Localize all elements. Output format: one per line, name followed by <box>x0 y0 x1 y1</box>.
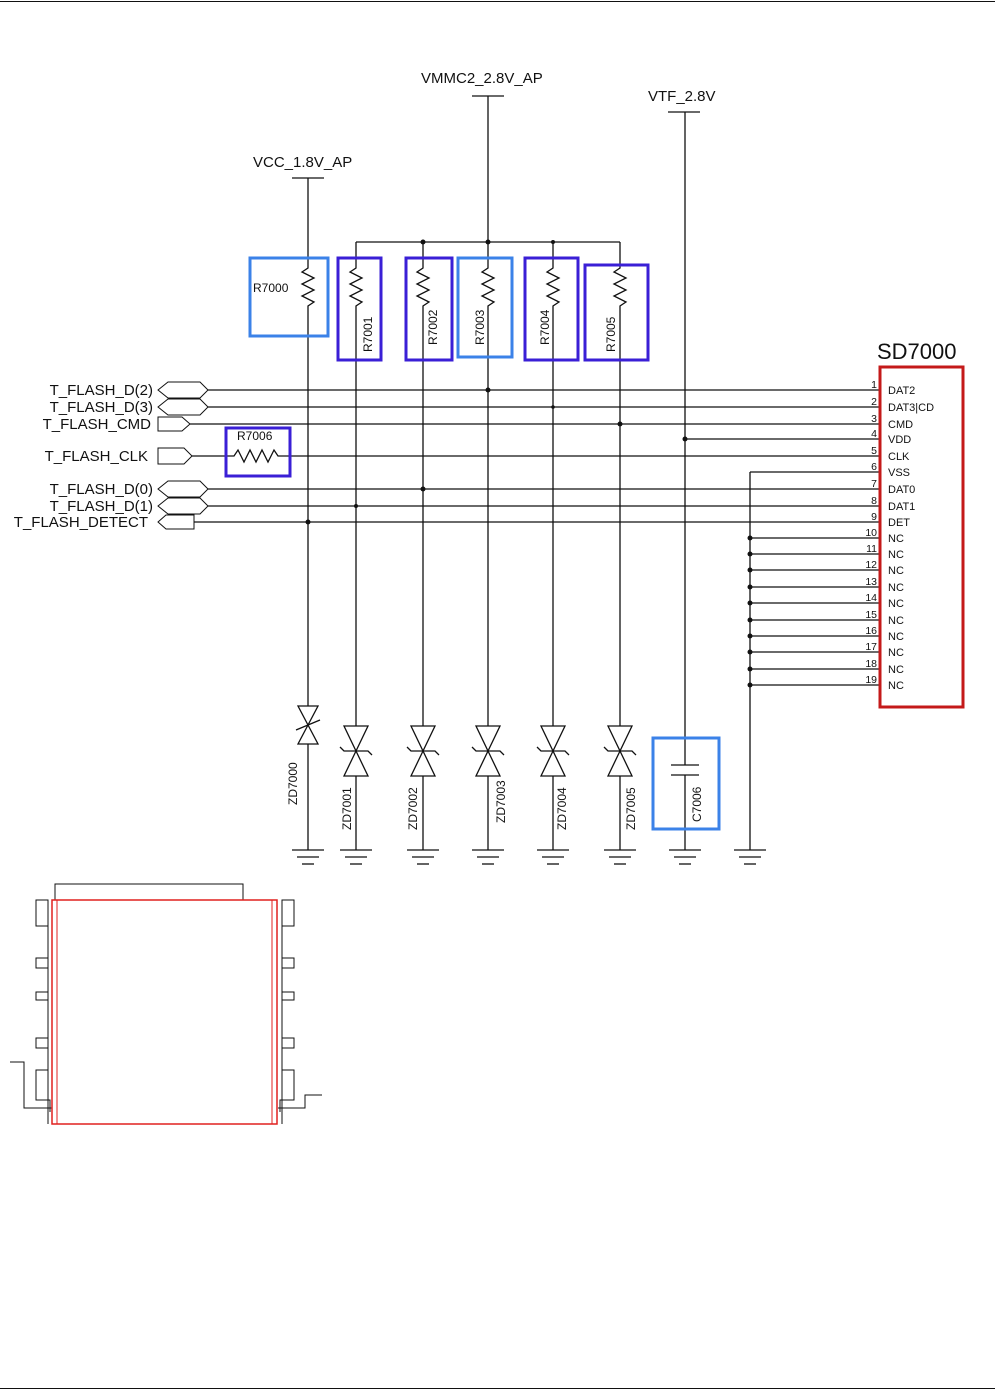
connector-pin-number: 4 <box>871 428 877 440</box>
signal-label-d0: T_FLASH_D(0) <box>50 481 153 498</box>
signal-wires <box>190 389 880 686</box>
connector-body <box>878 365 965 709</box>
connector-pin-number: 7 <box>871 478 877 490</box>
r7006-label: R7006 <box>237 429 273 443</box>
signal-label-d3: T_FLASH_D(3) <box>50 399 153 416</box>
r7001-label: R7001 <box>361 316 375 352</box>
signal-label-d1: T_FLASH_D(1) <box>50 498 153 515</box>
card-slot-footprint <box>10 883 322 1125</box>
zd7004-label: ZD7004 <box>555 787 569 830</box>
zd7001-label: ZD7001 <box>340 787 354 830</box>
signal-label-cmd: T_FLASH_CMD <box>43 416 152 433</box>
signal-label-clk: T_FLASH_CLK <box>45 448 148 465</box>
rail-label-vtf: VTF_2.8V <box>648 88 716 105</box>
connector-pin-number: 16 <box>865 625 877 637</box>
r7006-highlight <box>224 426 292 478</box>
connector-pin-number: 18 <box>865 658 877 670</box>
connector-pin-name: CMD <box>888 419 913 431</box>
signal-label-detect: T_FLASH_DETECT <box>14 514 148 531</box>
c7006-highlight <box>651 736 721 831</box>
r7000-highlight <box>248 256 330 338</box>
connector-pin-name: DAT0 <box>888 484 915 496</box>
connector-pin-name: DAT3|CD <box>888 402 934 414</box>
c7006-label: C7006 <box>690 786 704 822</box>
r7005-highlight <box>583 263 650 362</box>
connector-pin-name: NC <box>888 598 904 610</box>
zd7000-label: ZD7000 <box>286 762 300 805</box>
connector-pin-name: NC <box>888 680 904 692</box>
signal-label-d2: T_FLASH_D(2) <box>50 382 153 399</box>
rail-label-vcc: VCC_1.8V_AP <box>253 154 352 171</box>
connector-pin-number: 15 <box>865 609 877 621</box>
connector-pin-name: DAT2 <box>888 385 915 397</box>
connector-pin-name: NC <box>888 631 904 643</box>
connector-pin-name: VDD <box>888 434 911 446</box>
r7003-highlight <box>456 256 514 359</box>
capacitor-symbol <box>671 764 699 776</box>
r7000-label: R7000 <box>253 281 289 295</box>
r7001-highlight <box>336 256 383 362</box>
diode-symbols <box>295 705 637 777</box>
connector-pin-name: NC <box>888 582 904 594</box>
connector-pin-name: NC <box>888 565 904 577</box>
connector-ref: SD7000 <box>877 339 957 364</box>
connector-pin-number: 14 <box>865 592 877 604</box>
port-shapes <box>157 381 209 530</box>
connector-pin-name: NC <box>888 647 904 659</box>
r7004-label: R7004 <box>538 309 552 345</box>
ground-symbols <box>292 849 766 865</box>
connector-pin-name: NC <box>888 615 904 627</box>
connector-pin-name: NC <box>888 533 904 545</box>
junction-dots <box>305 239 753 688</box>
connector-pin-number: 8 <box>871 495 877 507</box>
connector-pin-number: 6 <box>871 461 877 473</box>
connector-pin-name: CLK <box>888 451 910 463</box>
connector-pin-number: 2 <box>871 396 877 408</box>
r7002-label: R7002 <box>426 309 440 345</box>
zd7002-label: ZD7002 <box>406 787 420 830</box>
connector-pin-name: NC <box>888 549 904 561</box>
r7004-highlight <box>523 256 580 362</box>
connector-pin-name: VSS <box>888 467 910 479</box>
connector-pin-number: 17 <box>865 641 877 653</box>
connector-pin-number: 11 <box>866 543 877 555</box>
connector-pin-number: 3 <box>871 413 877 425</box>
connector-pin-number: 12 <box>865 559 877 571</box>
zd7005-label: ZD7005 <box>624 787 638 830</box>
vertical-wires <box>307 96 880 850</box>
connector-pin-name: DET <box>888 517 910 529</box>
rail-label-vmmc: VMMC2_2.8V_AP <box>421 70 543 87</box>
zd7003-label: ZD7003 <box>494 780 508 823</box>
connector-pin-number: 5 <box>871 445 877 457</box>
connector-pin-number: 10 <box>865 527 877 539</box>
connector-pin-name: DAT1 <box>888 501 915 513</box>
resistor-symbols <box>228 262 628 464</box>
connector-pin-number: 13 <box>865 576 877 588</box>
connector-pin-number: 19 <box>865 674 877 686</box>
connector-pin-number: 9 <box>871 511 877 523</box>
r7005-label: R7005 <box>604 316 618 352</box>
r7003-label: R7003 <box>473 309 487 345</box>
rail-bars <box>292 95 700 179</box>
r7002-highlight <box>404 256 454 362</box>
connector-pin-number: 1 <box>871 379 877 391</box>
connector-pin-name: NC <box>888 664 904 676</box>
